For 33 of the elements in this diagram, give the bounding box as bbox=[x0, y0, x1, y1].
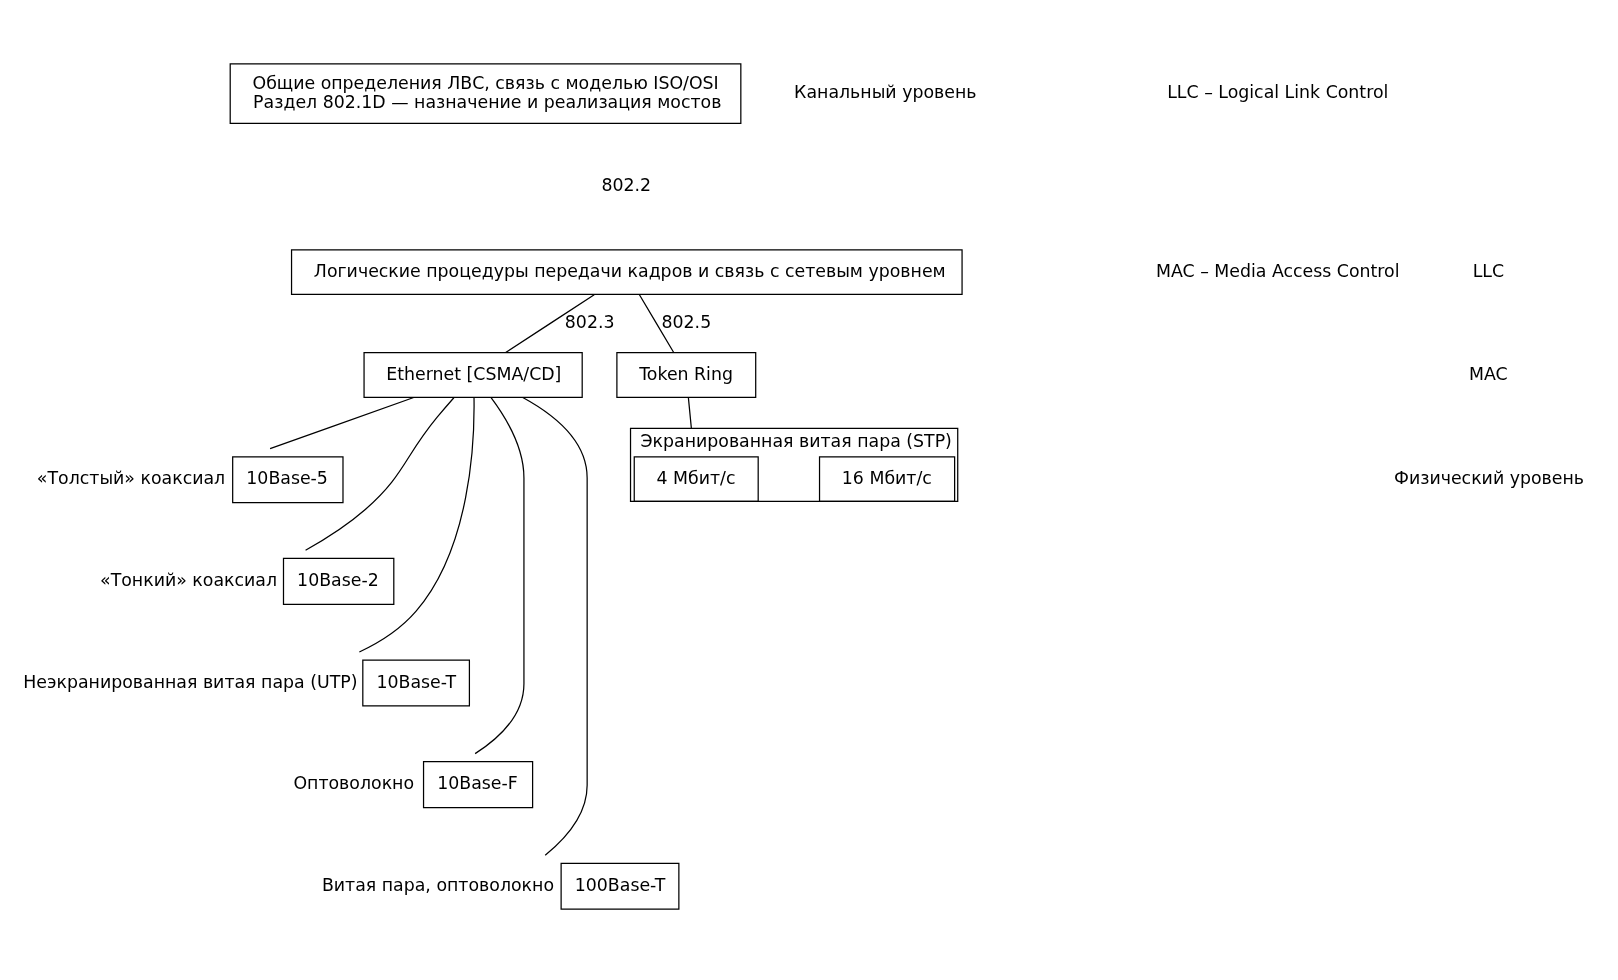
edge-label: 802.5 bbox=[661, 312, 712, 333]
node-box: 10Base-T bbox=[362, 659, 471, 707]
node-box: 100Base-T bbox=[560, 862, 680, 910]
node-label: «Толстый» коаксиал bbox=[36, 468, 226, 489]
node-label: Неэкранированная витая пара (UTP) bbox=[23, 671, 358, 692]
node-box: 4 Мбит/с bbox=[633, 456, 759, 503]
connector bbox=[687, 397, 692, 429]
label: 802.2 bbox=[601, 175, 652, 196]
node-box: Общие определения ЛВС, связь с моделью ISO/OSI Раздел 802.1D — назначение и реализация мостов bbox=[229, 63, 742, 125]
node-box: Ethernet [CSMA/CD] bbox=[363, 352, 583, 398]
label: MAC – Media Access Control bbox=[1156, 260, 1400, 281]
node-box: Token Ring bbox=[616, 352, 757, 398]
node-label: «Тонкий» коаксиал bbox=[100, 569, 278, 590]
label: MAC bbox=[1468, 363, 1508, 384]
node-box: 10Base-5 bbox=[232, 456, 344, 504]
connector bbox=[358, 397, 475, 653]
node-label: Витая пара, оптоволокно bbox=[321, 874, 555, 895]
label: Канальный уровень bbox=[794, 82, 977, 103]
connector bbox=[474, 396, 525, 755]
connector bbox=[269, 396, 415, 450]
node-label: Оптоволокно bbox=[293, 773, 415, 794]
connector bbox=[505, 294, 595, 354]
node-box: 10Base-2 bbox=[282, 557, 395, 605]
label: LLC bbox=[1472, 260, 1505, 281]
label: Физический уровень bbox=[1393, 467, 1585, 488]
label: LLC – Logical Link Control bbox=[1167, 82, 1389, 103]
connector bbox=[638, 294, 675, 354]
node-box: Логические процедуры передачи кадров и связь с сетевым уровнем bbox=[290, 249, 963, 296]
connector bbox=[304, 397, 455, 551]
connector bbox=[522, 396, 588, 856]
node-box: 10Base-F bbox=[422, 761, 534, 809]
edge-label: 802.3 bbox=[564, 312, 615, 333]
node-box: 16 Мбит/с bbox=[818, 456, 956, 503]
